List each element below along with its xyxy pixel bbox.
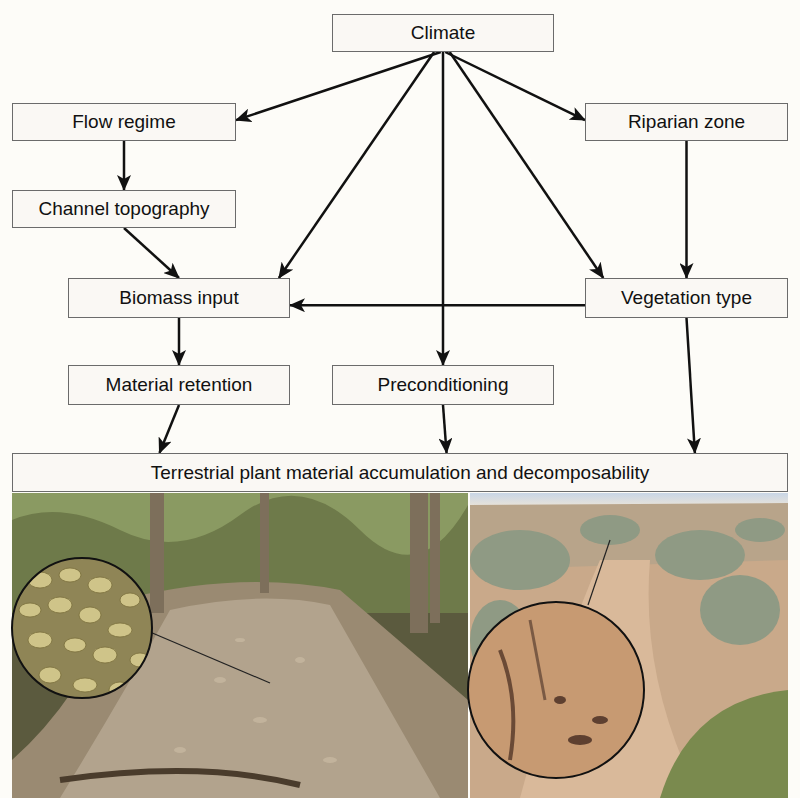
node-label: Riparian zone bbox=[628, 111, 745, 133]
node-label: Channel topography bbox=[38, 198, 209, 220]
arrow-connector bbox=[123, 141, 126, 190]
process-box: Preconditioning bbox=[332, 365, 554, 405]
arrow-connector bbox=[443, 405, 447, 453]
node-label: Material retention bbox=[106, 374, 253, 396]
node-label: Climate bbox=[411, 22, 475, 44]
arrow-connector bbox=[159, 405, 179, 453]
process-box: Climate bbox=[332, 14, 554, 52]
node-label: Biomass input bbox=[119, 287, 238, 309]
outcome-band: Terrestrial plant material accumulation … bbox=[12, 453, 788, 492]
arrow-connector bbox=[450, 52, 604, 278]
arrow-connector bbox=[124, 228, 179, 278]
process-box: Flow regime bbox=[12, 103, 236, 141]
arrow-connector bbox=[279, 52, 434, 278]
arrow-connector bbox=[445, 52, 585, 120]
process-box: Vegetation type bbox=[585, 278, 788, 318]
arrow-connector bbox=[290, 304, 585, 307]
arrow-connector bbox=[685, 141, 688, 278]
node-label: Terrestrial plant material accumulation … bbox=[151, 462, 649, 484]
process-box: Riparian zone bbox=[585, 103, 788, 141]
arrow-connector bbox=[687, 318, 695, 453]
process-box: Channel topography bbox=[12, 190, 236, 228]
node-label: Vegetation type bbox=[621, 287, 752, 309]
node-label: Flow regime bbox=[72, 111, 175, 133]
node-label: Preconditioning bbox=[378, 374, 509, 396]
process-box: Material retention bbox=[68, 365, 290, 405]
process-box: Biomass input bbox=[68, 278, 290, 318]
arrow-connector bbox=[442, 52, 445, 365]
arrow-connector bbox=[178, 318, 181, 365]
